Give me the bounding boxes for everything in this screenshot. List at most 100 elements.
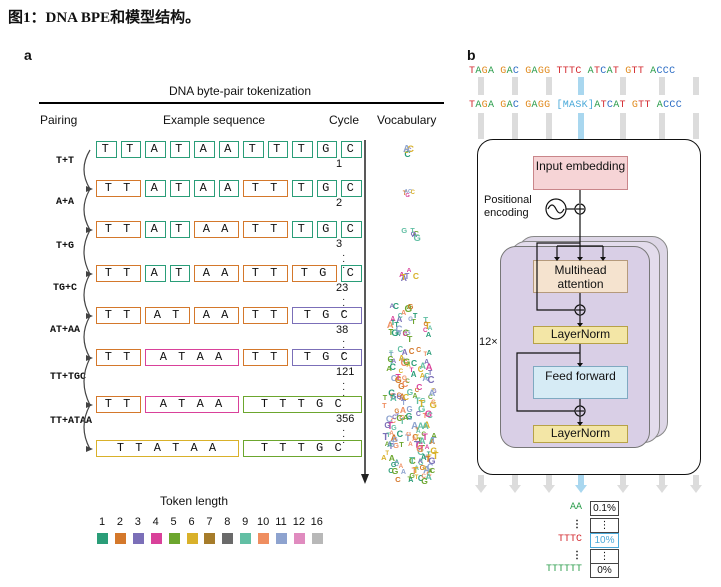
vocab-letter: G	[409, 472, 415, 480]
sequence-token: TAGA	[469, 100, 495, 111]
token-box: T G C	[292, 307, 362, 324]
legend-swatch	[132, 533, 144, 544]
vocab-letter: A	[408, 475, 414, 484]
vocab-letter: A	[423, 465, 431, 476]
token-box: A T A A	[145, 349, 239, 366]
merge-arrow	[83, 188, 91, 231]
layernorm-1-box: LayerNorm	[533, 326, 628, 344]
vocab-letter: A	[411, 420, 419, 432]
legend-swatch	[168, 533, 180, 544]
vocab-letter: T	[425, 452, 432, 463]
vocab-letter: T	[416, 436, 423, 447]
vocab-letter: G	[405, 410, 413, 421]
token-box: T T	[243, 349, 288, 366]
sequence-token: TAGA	[469, 66, 495, 77]
vocab-letter: C	[408, 456, 416, 468]
vocab-letter: A	[418, 435, 426, 446]
vocab-letter: A	[424, 359, 430, 367]
vocab-letter: A	[412, 393, 418, 401]
token-box: T T	[243, 307, 288, 324]
vocab-letter: G	[394, 374, 402, 385]
vocab-letter: A	[420, 452, 427, 462]
token-box: C	[341, 141, 362, 158]
vocab-letter: T	[414, 439, 421, 451]
legend-swatch	[150, 533, 162, 544]
token-box: T	[169, 180, 190, 197]
legend-number: 12	[292, 516, 306, 528]
vocab-letter: A	[395, 330, 401, 338]
vocab-letter: G	[424, 409, 432, 420]
pairing-label: T+G	[55, 241, 74, 252]
vocab-letter: A	[401, 348, 408, 358]
legend-number: 2	[116, 516, 123, 528]
legend-swatch	[204, 533, 216, 544]
vocab-letter: A	[386, 320, 394, 331]
vocab-letter: A	[411, 229, 418, 239]
sequence-token: GAC	[500, 100, 520, 111]
output-probability: ⋮	[590, 518, 619, 533]
token-box: T	[120, 141, 141, 158]
vocab-letter: A	[387, 439, 393, 449]
token-stream	[659, 77, 665, 95]
cycle-number: 1	[336, 158, 343, 170]
merge-arrowhead	[86, 446, 93, 452]
token-box: A A	[194, 221, 239, 238]
cycle-number: 121	[336, 366, 355, 378]
vocab-letter: C	[427, 411, 433, 421]
vocab-letter: G	[400, 358, 409, 370]
vocab-letter: C	[428, 394, 433, 402]
vocab-letter: C	[395, 475, 401, 484]
vocab-letter: T	[413, 465, 419, 476]
pairing-label: TT+ATAA	[50, 416, 93, 427]
token-stream	[659, 475, 665, 485]
vocab-letter: C	[396, 375, 402, 383]
vocab-letter: G	[401, 227, 408, 236]
vocab-letter: C	[393, 460, 399, 468]
vocab-letter: T	[412, 310, 418, 320]
vocab-letter: A	[400, 273, 407, 282]
vocab-letter: G	[407, 414, 413, 422]
token-stream	[578, 475, 584, 485]
token-stream-arrowhead	[656, 485, 668, 493]
vocab-letter: T	[388, 356, 394, 366]
vocab-letter: T	[409, 456, 416, 468]
token-box: T T	[96, 265, 141, 282]
token-box: T T	[96, 396, 141, 413]
token-stream	[693, 475, 699, 485]
vocab-letter: T	[414, 474, 419, 482]
cycle-ellipsis: ···	[342, 425, 346, 448]
vocab-letter: C	[426, 468, 432, 478]
sequence-token: ATCAT	[587, 66, 620, 77]
vocab-letter: G	[390, 461, 397, 469]
vocab-letter: T	[428, 369, 433, 377]
sequence-token: ATCAT	[594, 100, 626, 111]
vocab-letter: C	[385, 413, 393, 424]
vocab-letter: A	[414, 465, 419, 473]
panel-a-heading: DNA byte-pair tokenization	[168, 84, 312, 98]
vocab-letter: T	[418, 399, 425, 411]
col-example: Example sequence	[163, 113, 266, 127]
vocab-letter: G	[406, 405, 413, 415]
vocab-letter: T	[394, 319, 399, 329]
pairing-label: TG+C	[52, 283, 77, 294]
token-box: C	[341, 180, 362, 197]
vocab-letter: C	[417, 447, 425, 459]
vocab-letter: G	[429, 400, 437, 412]
vocab-letter: A	[427, 324, 433, 332]
vocab-letter: C	[410, 189, 415, 196]
token-box: A	[194, 180, 215, 197]
vocab-letter: T	[401, 397, 406, 407]
vocab-letter: A	[403, 415, 409, 423]
token-stream	[578, 77, 584, 95]
vocab-letter: C	[421, 473, 426, 481]
vocab-letter: A	[406, 268, 412, 275]
vocab-letter: C	[410, 231, 416, 239]
vocab-letter: G	[406, 388, 414, 398]
multihead-attention-box: Multihead attention	[533, 260, 628, 293]
token-box: A A	[194, 265, 239, 282]
legend-swatch	[97, 533, 108, 544]
